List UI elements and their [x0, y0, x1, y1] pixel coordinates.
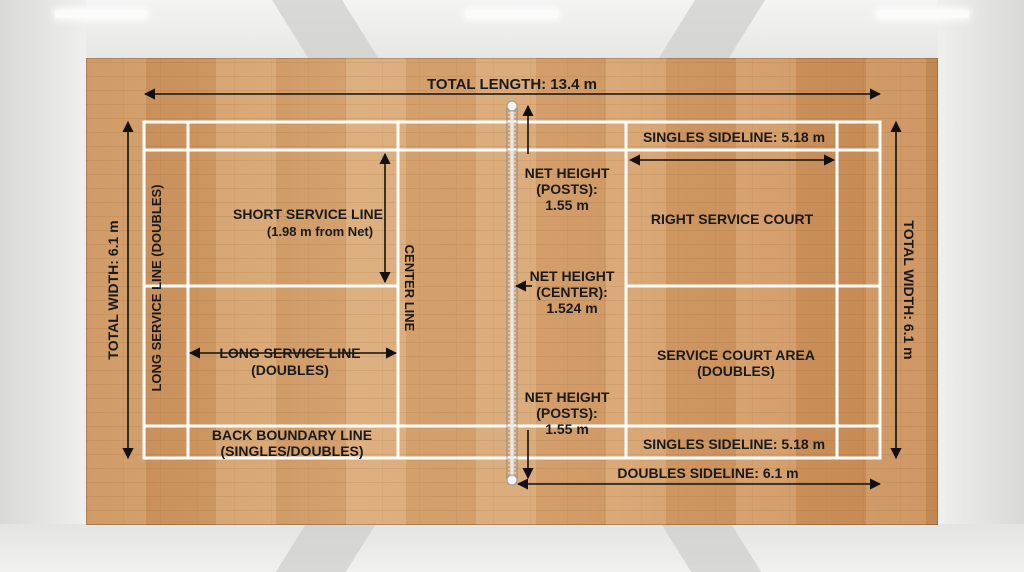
ceiling-light [55, 10, 147, 18]
center-line-label: CENTER LINE [402, 245, 417, 332]
wall-left [0, 0, 86, 572]
ceiling-light [877, 10, 969, 18]
net-posts-top-value: 1.55 m [545, 197, 589, 213]
net-center-sub: (CENTER): [536, 284, 608, 300]
net-post-top [506, 100, 518, 112]
net-posts-top-sub: (POSTS): [536, 181, 597, 197]
dimension-arrows [122, 88, 902, 490]
back-boundary-sub: (SINGLES/DOUBLES) [220, 443, 363, 459]
doubles-sideline-label: DOUBLES SIDELINE: 6.1 m [617, 465, 798, 481]
long-service-line-sub: (DOUBLES) [251, 362, 329, 378]
net-posts-top-label: NET HEIGHT [525, 165, 610, 181]
service-court-area-label: SERVICE COURT AREA [657, 347, 815, 363]
ceiling-light [466, 10, 558, 18]
total-width-left-label: TOTAL WIDTH: 6.1 m [105, 220, 121, 359]
net-posts-bottom-label: NET HEIGHT [525, 389, 610, 405]
singles-sideline-top-label: SINGLES SIDELINE: 5.18 m [643, 129, 825, 145]
floor-edge [0, 524, 1024, 572]
net-posts-bottom-value: 1.55 m [545, 421, 589, 437]
labels: TOTAL LENGTH: 13.4 m TOTAL WIDTH: 6.1 m … [105, 76, 917, 481]
right-service-court-label: RIGHT SERVICE COURT [651, 211, 814, 227]
net-center-value: 1.524 m [546, 300, 597, 316]
short-service-line-label: SHORT SERVICE LINE [233, 206, 383, 222]
net-posts-bottom-sub: (POSTS): [536, 405, 597, 421]
singles-sideline-bottom-label: SINGLES SIDELINE: 5.18 m [643, 436, 825, 452]
total-width-right-label: TOTAL WIDTH: 6.1 m [901, 220, 917, 359]
long-service-line-doubles-label: LONG SERVICE LINE (DOUBLES) [149, 184, 164, 391]
net [506, 100, 518, 486]
net-post-bottom [506, 474, 518, 486]
service-court-area-sub: (DOUBLES) [697, 363, 775, 379]
net-center-label: NET HEIGHT [530, 268, 615, 284]
short-service-line-note: (1.98 m from Net) [267, 224, 373, 239]
back-boundary-label: BACK BOUNDARY LINE [212, 427, 372, 443]
total-length-label: TOTAL LENGTH: 13.4 m [427, 76, 597, 93]
court-lines [142, 120, 882, 460]
wall-right [938, 0, 1024, 572]
long-service-line-label: LONG SERVICE LINE [219, 345, 360, 361]
